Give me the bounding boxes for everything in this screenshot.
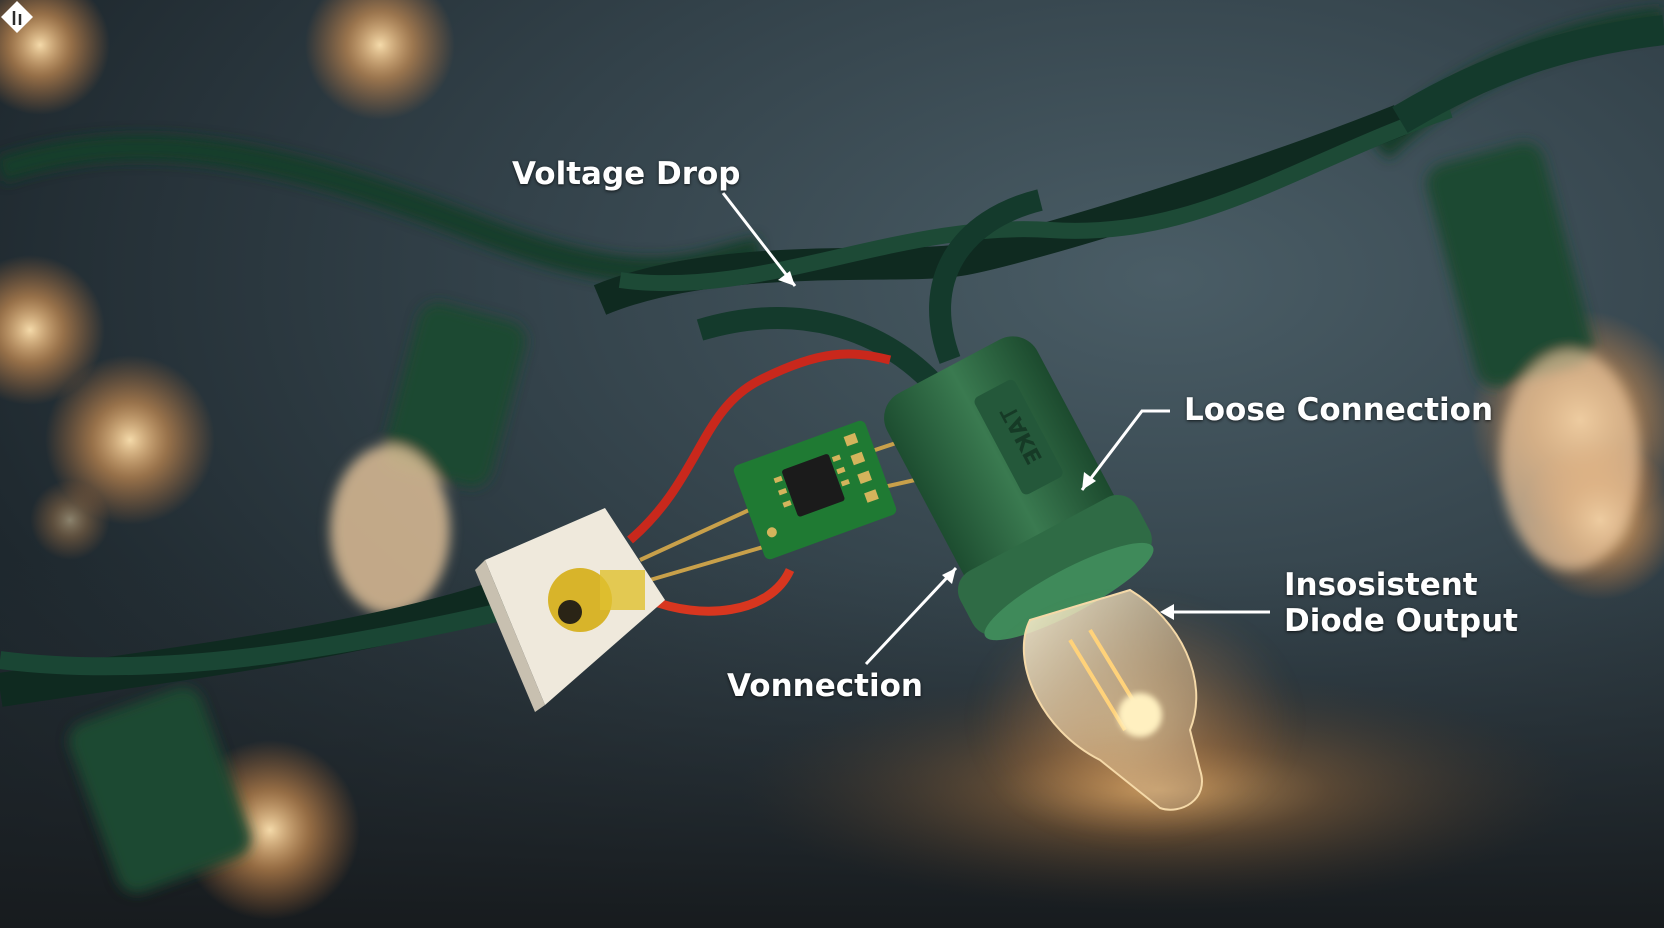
main-bulb (975, 588, 1295, 840)
diode-output-line-2: Diode Output (1284, 603, 1518, 639)
diode-output-line-1: Insosistent (1284, 567, 1478, 603)
twisted-wires (0, 15, 1664, 707)
red-wires (627, 349, 892, 616)
vonnection-label: Vonnection (727, 668, 923, 704)
callout-lines (721, 192, 1270, 666)
callout-arrowheads (778, 271, 1174, 620)
pcb-board (733, 420, 897, 560)
white-connector-block (475, 508, 665, 712)
background-string (0, 7, 1664, 893)
loose-connection-label: Loose Connection (1184, 392, 1494, 428)
voltage-drop-label: Voltage Drop (512, 156, 741, 192)
main-bulb-socket: Ʇ∀ΚΕ (884, 336, 1154, 641)
warning-diamond-icon (1, 1, 33, 33)
diode-output-label: Insosistent Diode Output (1284, 567, 1518, 639)
